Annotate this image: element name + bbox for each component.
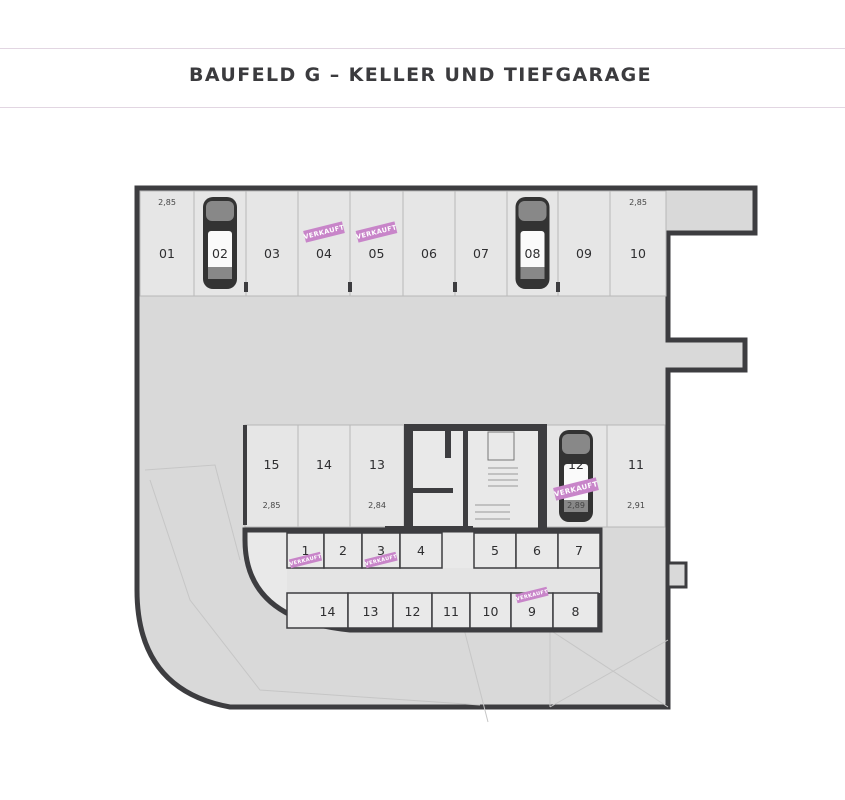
cellar-room-6[interactable]: 6: [515, 532, 559, 569]
parking-space-number: 05: [369, 246, 385, 261]
parking-space-number: 07: [473, 246, 489, 261]
car-icon: [203, 197, 237, 289]
cellar-room-number: 3: [377, 543, 385, 558]
column: [453, 282, 457, 292]
cellar-room-number: 12: [405, 604, 421, 619]
wall: [243, 425, 247, 525]
parking-space-number: 12: [568, 457, 584, 472]
parking-space-number: 15: [264, 457, 280, 472]
cellar-room-number: 14: [320, 604, 336, 619]
parking-space-08[interactable]: 08: [506, 190, 559, 297]
column: [348, 282, 352, 292]
parking-space-11[interactable]: 112,91: [606, 424, 666, 528]
cellar-room-7[interactable]: 7: [557, 532, 601, 569]
parking-space-number: 10: [630, 246, 646, 261]
ceiling-height: 2,85: [263, 501, 281, 510]
cellar-room-2[interactable]: 2: [323, 532, 363, 569]
parking-space-number: 08: [525, 246, 541, 261]
parking-space-07[interactable]: 07: [454, 190, 508, 297]
cellar-room-number: 4: [417, 543, 425, 558]
cellar-room-number: 1: [302, 543, 310, 558]
ceiling-height: 2,89: [567, 501, 585, 510]
cellar-room-number: 9: [528, 604, 536, 619]
parking-space-15[interactable]: 152,85: [244, 424, 299, 528]
car-icon: [515, 197, 550, 289]
parking-space-13[interactable]: 132,84: [349, 424, 405, 528]
ceiling-height: 2,91: [627, 501, 645, 510]
cellar-room-11[interactable]: 11: [431, 592, 471, 629]
header-bottom-divider: [0, 107, 845, 108]
parking-space-number: 04: [316, 246, 332, 261]
cellar-room-4[interactable]: 4: [399, 532, 443, 569]
parking-space-10[interactable]: 102,85: [609, 190, 667, 297]
parking-space-number: 11: [628, 457, 644, 472]
parking-space-01[interactable]: 012,85: [139, 190, 195, 297]
cellar-room-number: 7: [575, 543, 583, 558]
cellar-room-14[interactable]: 14: [286, 592, 349, 629]
cellar-room-8[interactable]: 8: [552, 592, 599, 629]
cellar-room-number: 10: [483, 604, 499, 619]
parking-space-14[interactable]: 14: [297, 424, 351, 528]
parking-space-number: 02: [212, 246, 228, 261]
parking-space-number: 03: [264, 246, 280, 261]
column: [556, 282, 560, 292]
cellar-room-10[interactable]: 10: [469, 592, 512, 629]
cellar-room-number: 2: [339, 543, 347, 558]
cellar-room-number: 5: [491, 543, 499, 558]
parking-space-06[interactable]: 06: [402, 190, 456, 297]
ceiling-height: 2,84: [368, 501, 386, 510]
cellar-room-number: 6: [533, 543, 541, 558]
wall-niche: [666, 561, 688, 589]
parking-space-number: 14: [316, 457, 332, 472]
parking-space-02[interactable]: 02: [193, 190, 247, 297]
stair-core: [385, 424, 547, 532]
parking-space-number: 01: [159, 246, 175, 261]
ceiling-height: 2,85: [629, 198, 647, 207]
parking-space-09[interactable]: 09: [557, 190, 611, 297]
parking-space-03[interactable]: 03: [245, 190, 299, 297]
cellar-room-number: 8: [572, 604, 580, 619]
cellar-room-12[interactable]: 12: [392, 592, 433, 629]
parking-space-number: 13: [369, 457, 385, 472]
ceiling-height: 2,85: [158, 198, 176, 207]
page-title: BAUFELD G – KELLER UND TIEFGARAGE: [189, 64, 653, 86]
cellar-room-number: 11: [443, 604, 459, 619]
header-top-divider: [0, 48, 845, 49]
cellar-room-number: 13: [363, 604, 379, 619]
cellar-room-13[interactable]: 13: [347, 592, 394, 629]
cellar-corridor: [287, 568, 600, 593]
parking-space-number: 06: [421, 246, 437, 261]
column: [244, 282, 248, 292]
car-icon: [559, 430, 593, 522]
parking-space-number: 09: [576, 246, 592, 261]
cellar-room-5[interactable]: 5: [473, 532, 517, 569]
